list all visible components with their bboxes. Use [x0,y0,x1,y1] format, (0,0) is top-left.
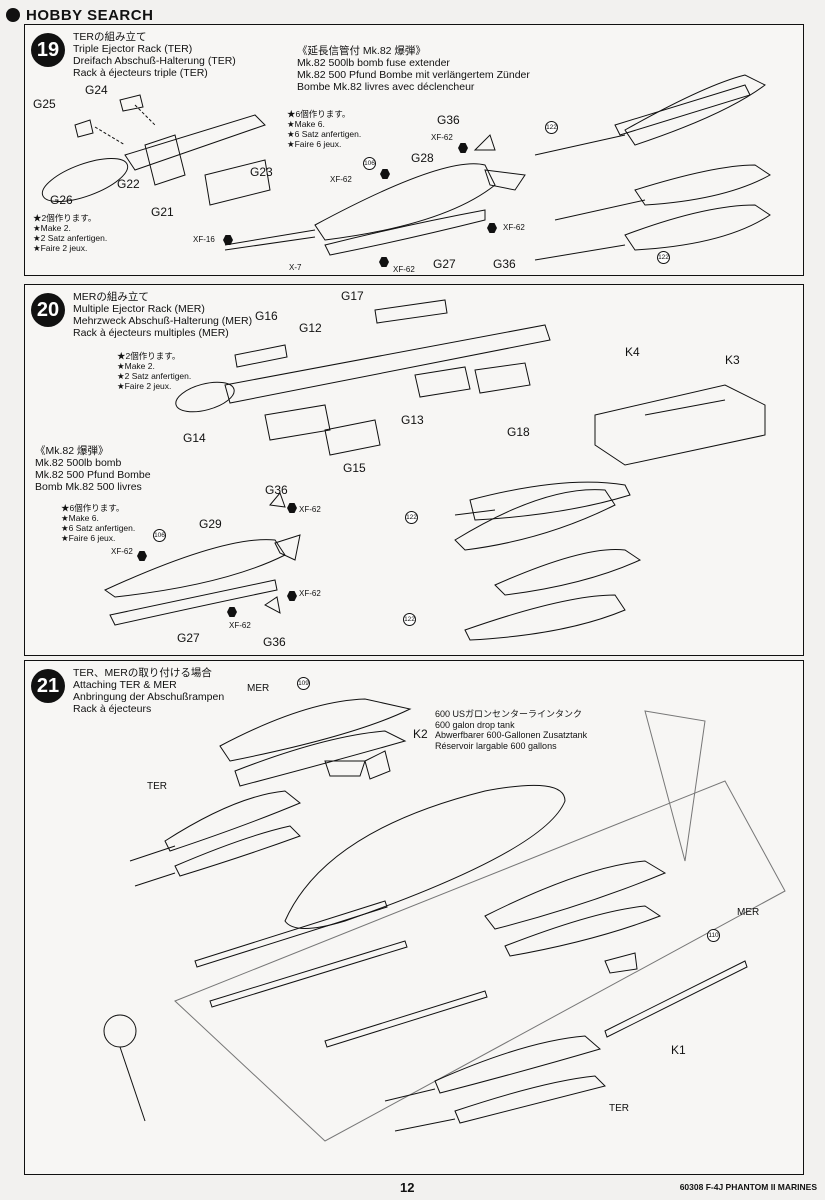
aircraft-attachment-drawing [103,698,786,1142]
paint-label: XF-62 [299,589,321,598]
part-label: G36 [263,635,286,649]
part-label: G18 [507,425,530,439]
part-label: G15 [343,461,366,475]
part-label: G27 [177,631,200,645]
step-number: 20 [31,293,65,327]
paint-label: XF-62 [431,133,453,142]
page-number: 12 [400,1180,415,1195]
part-label: K1 [671,1043,686,1057]
tool-circle-icon: 106 [153,529,166,542]
paint-label: XF-62 [503,223,525,232]
paint-icon [223,235,233,245]
watermark: HOBBY SEARCH [6,4,153,26]
paint-icon [227,607,237,617]
paint-icon [487,223,497,233]
paint-icon [379,257,389,267]
paint-label: XF-16 [193,235,215,244]
step-19-panel: 19 TERの組み立て Triple Ejector Rack (TER) Dr… [24,24,804,276]
part-label: G16 [255,309,278,323]
step-number: 19 [31,33,65,67]
part-label: K2 [413,727,428,741]
tool-circle-icon: 122 [403,613,416,626]
part-label: TER [609,1103,629,1114]
part-label: K3 [725,353,740,367]
bomb-make-note: ★6個作ります。★Make 6.★6 Satz anfertigen.★Fair… [61,503,136,543]
part-label: G22 [117,177,140,191]
step-title: TERの組み立て Triple Ejector Rack (TER) Dreif… [73,31,236,79]
part-label: G13 [401,413,424,427]
part-label: G36 [493,257,516,271]
paint-label: XF-62 [330,175,352,184]
tool-circle-icon: 122 [657,251,670,264]
make-note: ★2個作ります。★Make 2.★2 Satz anfertigen.★Fair… [33,213,108,253]
part-label: MER [247,683,270,694]
tool-circle-icon: 109 [297,677,310,690]
part-label: G21 [151,205,174,219]
tool-circle-icon: 110 [707,929,720,942]
step-number: 21 [31,669,65,703]
part-label: G14 [183,431,206,445]
mer-assembly-drawing [103,299,766,641]
paint-label: XF-62 [299,505,321,514]
paint-label: XF-62 [229,621,251,630]
paint-icon [137,551,147,561]
paint-label: XF-62 [111,547,133,556]
part-label: G17 [341,289,364,303]
paint-icon [380,169,390,179]
model-name: 60308 F-4J PHANTOM II MARINES [679,1182,817,1192]
part-label: K4 [625,345,640,359]
logo-icon [6,8,20,22]
part-label: TER [147,781,167,792]
tool-circle-icon: 106 [363,157,376,170]
part-label: G29 [199,517,222,531]
tool-circle-icon: 122 [405,511,418,524]
ter-assembly-drawing [41,74,771,261]
part-label: MER [737,907,760,918]
part-label: G24 [85,83,108,97]
part-label: G28 [411,151,434,165]
paint-icon [458,143,468,153]
bomb-subtitle: 《延長信管付 Mk.82 爆弾》Mk.82 500lb bomb fuse ex… [297,45,530,93]
part-label: G36 [265,483,288,497]
tool-circle-icon: 122 [545,121,558,134]
paint-icon [287,591,297,601]
part-label: G36 [437,113,460,127]
part-label: G26 [50,193,73,207]
part-label: G23 [250,165,273,179]
bomb-make-note: ★6個作ります。★Make 6.★6 Satz anfertigen.★Fair… [287,109,362,149]
part-label: G12 [299,321,322,335]
watermark-text: HOBBY SEARCH [26,6,154,24]
part-label: X-7 [289,263,302,272]
part-label: G27 [433,257,456,271]
paint-icon [287,503,297,513]
make-note: ★2個作ります。★Make 2.★2 Satz anfertigen.★Fair… [117,351,192,391]
paint-label: XF-62 [393,265,415,274]
part-label: G25 [33,97,56,111]
